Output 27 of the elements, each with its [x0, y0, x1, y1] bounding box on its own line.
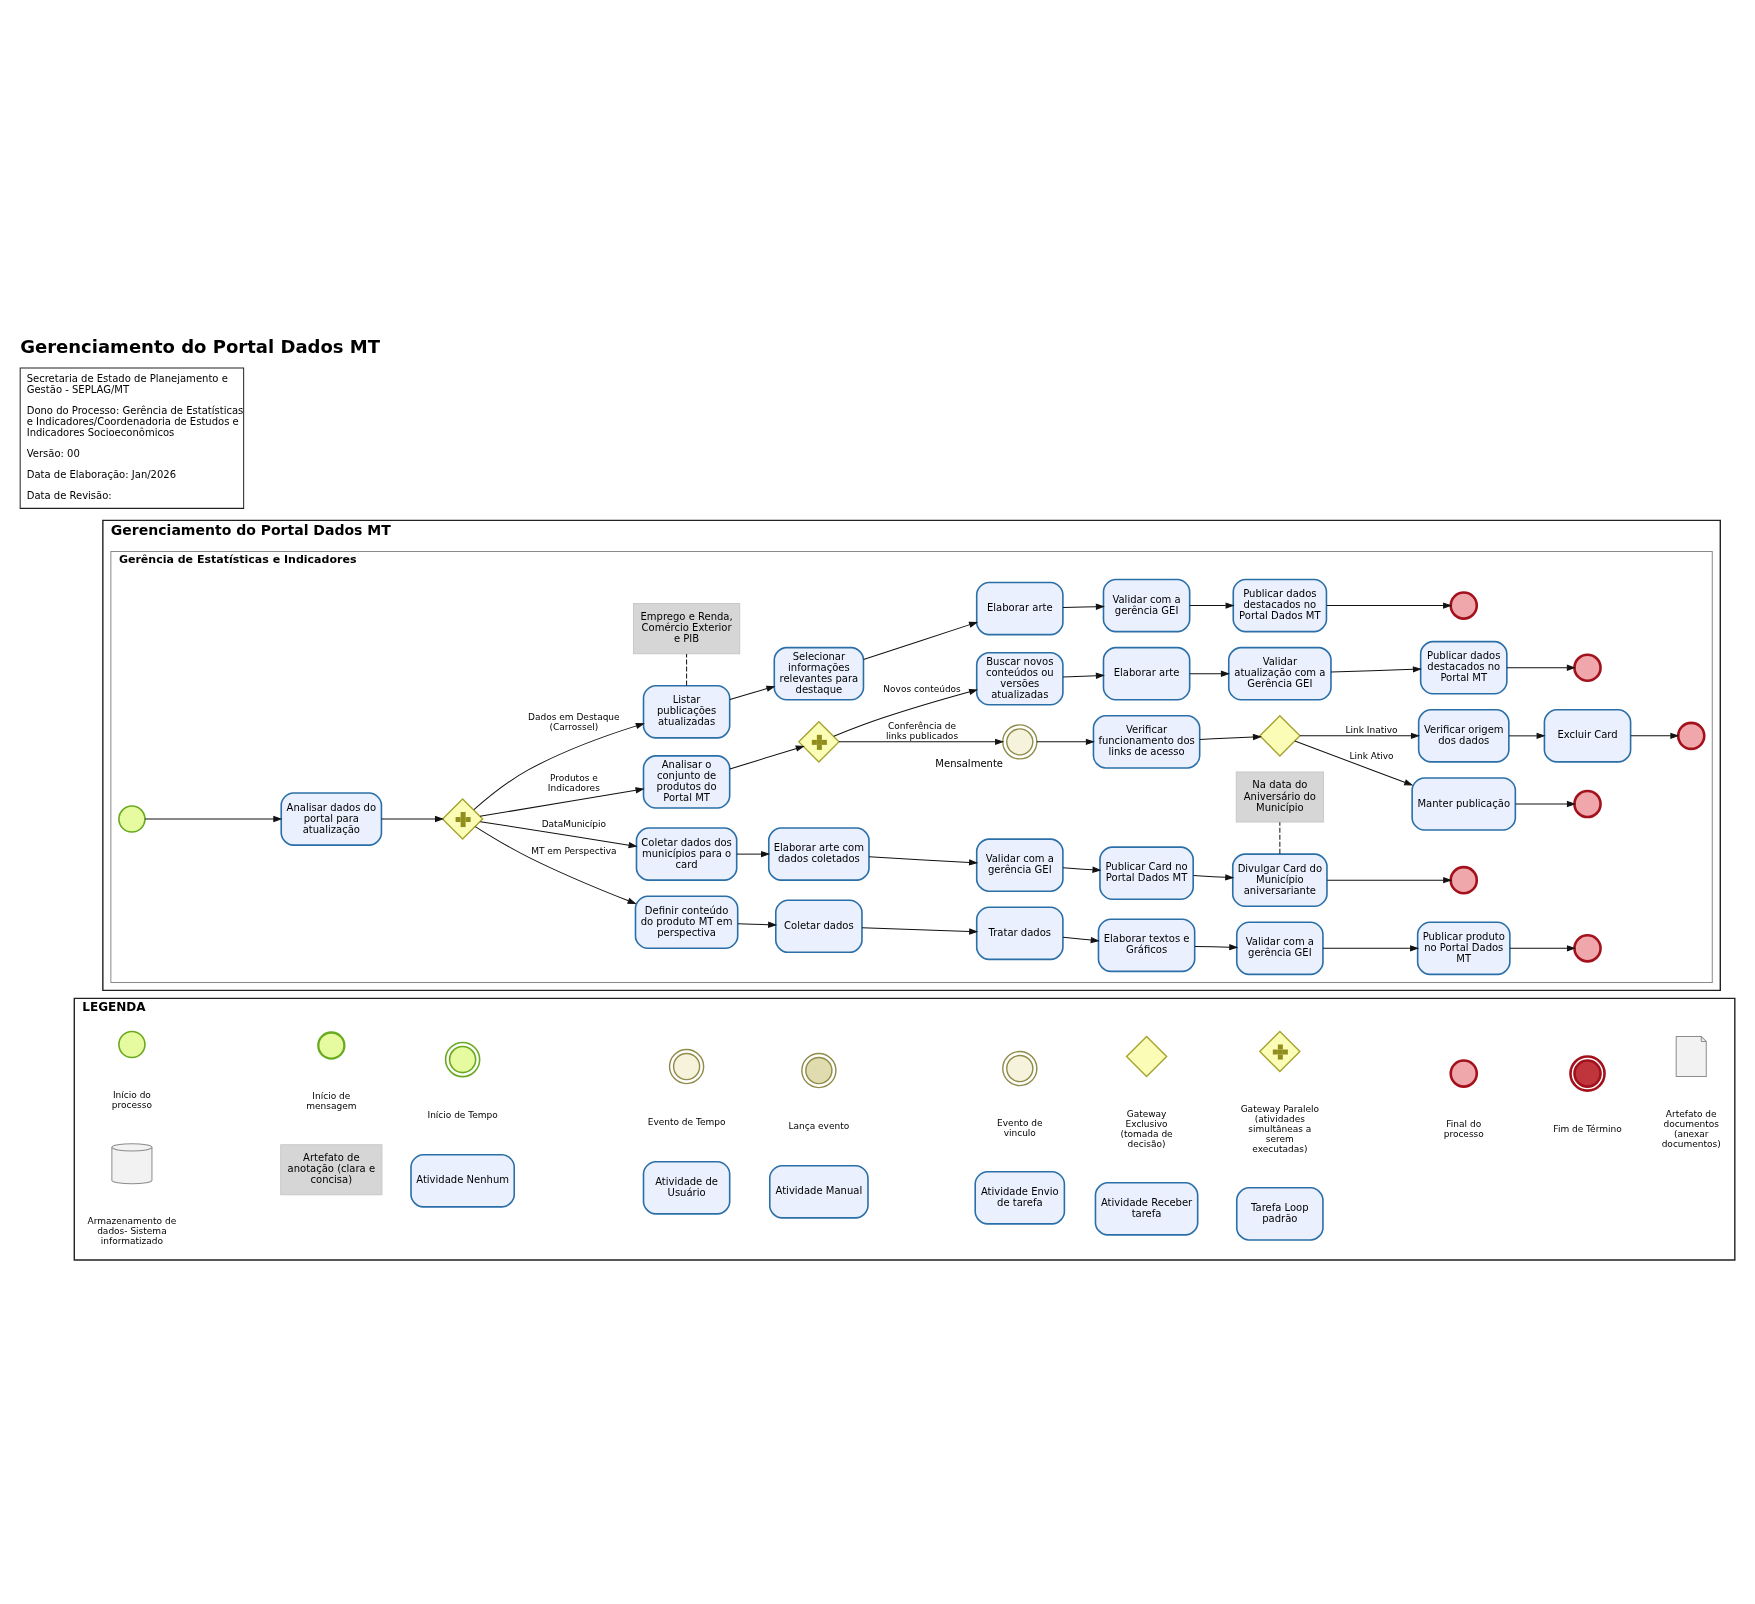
legend-label: Evento de vinculo: [997, 1117, 1043, 1138]
edge-label: Link Ativo: [1349, 751, 1394, 762]
legend-label: Lança evento: [788, 1120, 850, 1131]
label: Versão: 00: [26, 448, 80, 460]
edge-label: Produtos e Indicadores: [547, 773, 600, 794]
legend-label: Gateway Paralelo (atividades simultâneas a serem executadas): [1240, 1103, 1320, 1154]
legend-label: Armazenamento de dados- Sistema informatizado: [87, 1216, 177, 1247]
legend-label: Artefato de documentos (anexar documentos): [1661, 1108, 1721, 1149]
edge-label: Dados em Destaque (Carrossel): [528, 712, 620, 733]
label: Data de Elaboração: Jan/2026: [26, 469, 177, 481]
diagram-title: Gerenciamento do Portal Dados MT: [20, 336, 381, 358]
label: Secretaria de Estado de Planejamento e Gestão - SEPLAG/MT: [26, 373, 228, 396]
label: Data de Revisão:: [26, 490, 112, 502]
edge-label: DataMunicípio: [541, 819, 607, 830]
legend-label: Final do processo: [1443, 1118, 1484, 1139]
legend-label: Início de mensagem: [306, 1090, 357, 1111]
node-label: Mensalmente: [935, 757, 1004, 769]
edge-label: MT em Perspectiva: [531, 846, 617, 857]
legend-label: Fim de Término: [1553, 1123, 1622, 1134]
edge-label: Novos conteúdos: [883, 683, 961, 694]
label: Dono do Processo: Gerência de Estatísticas e Indicadores/Coordenadoria de Estudos e Indicadores Socioeconômicos: [26, 405, 244, 439]
edge-label: Conferência de links publicados: [886, 721, 959, 742]
legend-label: Gateway Exclusivo (tomada de decisão): [1120, 1108, 1173, 1149]
legend-label: Início do processo: [111, 1089, 152, 1110]
edge-label: Link Inativo: [1345, 725, 1398, 736]
legend-label: Evento de Tempo: [647, 1116, 726, 1127]
legend-label: Início de Tempo: [427, 1109, 498, 1120]
